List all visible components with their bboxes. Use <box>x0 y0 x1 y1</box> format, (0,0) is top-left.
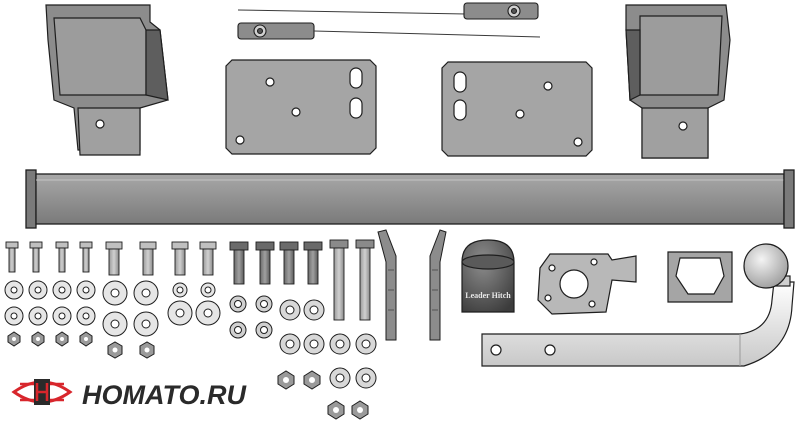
right-mounting-plate <box>441 61 593 157</box>
small-bolt <box>29 241 43 273</box>
spring-washers-group <box>229 295 273 339</box>
long-bolt <box>329 239 349 321</box>
small-bolt <box>5 241 19 273</box>
square-cutout-plate <box>667 251 733 303</box>
dark-bolt <box>303 241 323 285</box>
tow-ball-cap: Leader Hitch <box>461 239 515 313</box>
right-mounting-bracket <box>625 4 731 159</box>
large-washers-group <box>279 299 377 389</box>
main-cross-beam <box>25 169 795 229</box>
dark-bolt <box>229 241 249 285</box>
medium-bolt <box>139 241 157 276</box>
tow-ball-arm <box>481 243 795 367</box>
small-bolt <box>55 241 69 273</box>
left-mounting-bracket <box>45 4 169 156</box>
bent-strap-right <box>429 229 447 341</box>
small-bolts-group <box>5 241 217 276</box>
cable-rod-top <box>237 2 539 20</box>
dark-bolt <box>279 241 299 285</box>
cable-rod-middle <box>237 22 541 40</box>
washers-group <box>4 280 221 337</box>
medium-bolt <box>171 241 189 276</box>
dark-bolt <box>255 241 275 285</box>
nuts-group <box>7 331 369 420</box>
ball-cap-label: Leader Hitch <box>465 291 511 300</box>
long-bolt <box>355 239 375 321</box>
medium-bolt <box>105 241 123 276</box>
left-mounting-plate <box>225 59 377 155</box>
brand-logo: HOMATO.RU <box>11 379 247 410</box>
small-bolt <box>79 241 93 273</box>
dark-bolts-group <box>229 239 375 321</box>
bent-strap-left <box>377 229 397 341</box>
logo-emblem-icon <box>11 379 73 405</box>
socket-bracket <box>537 253 637 315</box>
brand-name: HOMATO.RU <box>82 380 247 410</box>
medium-bolt <box>199 241 217 276</box>
